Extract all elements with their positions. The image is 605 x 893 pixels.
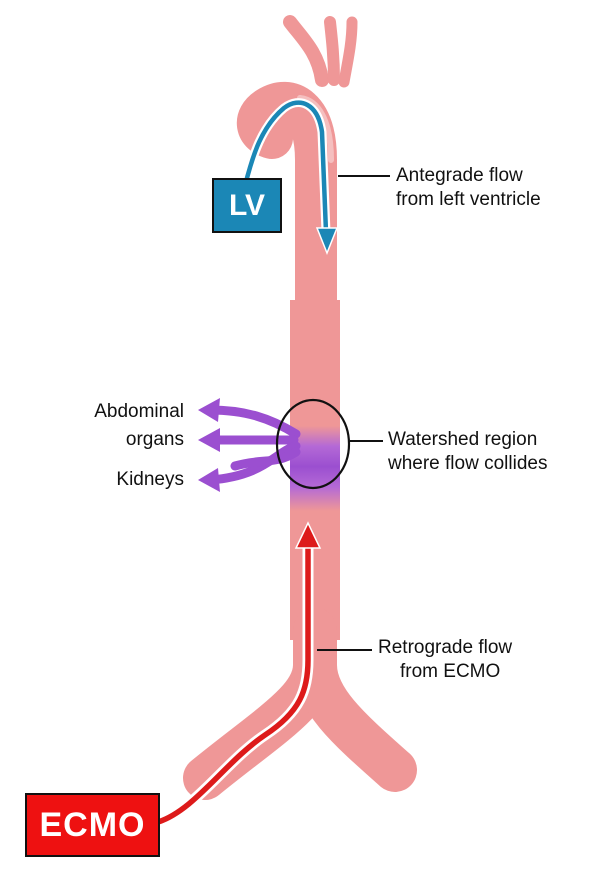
abdominal-organs-label: Abdominal organs [60,400,184,452]
abdominal-line2: organs [125,429,184,450]
kidneys-label: Kidneys [60,468,184,492]
aortic-arch [237,82,337,343]
retrograde-flow-label: Retrograde flow from ECMO [378,636,512,684]
watershed-circle [275,398,351,490]
arrow-left-icon [198,428,220,452]
retrograde-line2: from ECMO [400,661,501,682]
kidneys-text: Kidneys [116,469,184,490]
ecmo-box: ECMO [25,793,160,857]
aortic-branches [283,15,358,88]
watershed-line1: Watershed region [388,429,538,450]
antegrade-line2: from left ventricle [396,189,541,210]
watershed-line2: where flow collides [388,453,548,474]
retrograde-line1: Retrograde flow [378,637,513,658]
organ-arrows [205,405,301,485]
lv-flow-arrow [242,98,339,256]
antegrade-line1: Antegrade flow [396,165,523,186]
ecmo-flow-arrow [152,521,322,828]
arrow-left-icon [198,398,220,422]
arrow-left-icon [198,468,220,492]
leader-lines [317,175,390,651]
ecmo-box-label: ECMO [39,805,146,844]
antegrade-flow-label: Antegrade flow from left ventricle [396,164,541,212]
arrowhead-icon [315,227,339,256]
lv-box: LV [212,178,282,233]
lv-box-label: LV [228,188,266,222]
abdominal-line1: Abdominal [94,401,184,422]
watershed-label: Watershed region where flow collides [388,428,547,476]
arrowhead-icon [294,521,322,549]
descending-aorta [290,300,340,640]
organ-arrow-heads [198,398,220,492]
